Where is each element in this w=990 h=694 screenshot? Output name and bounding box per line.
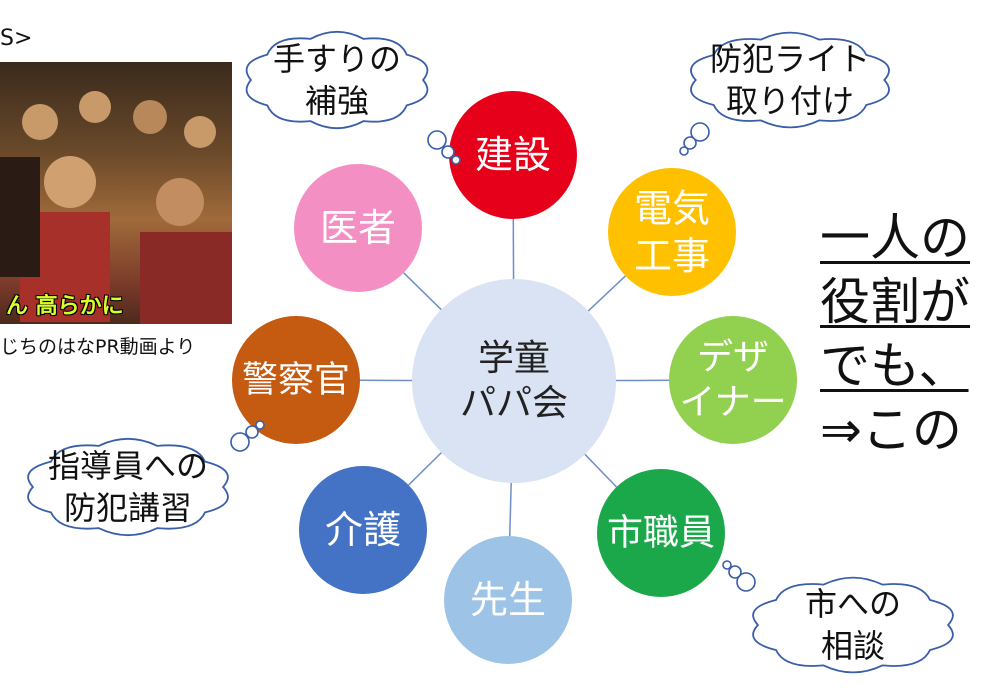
role-node-sensei-label: 先生 bbox=[470, 578, 546, 622]
main-line-2: 役割が bbox=[820, 273, 970, 331]
connector-line-sensei bbox=[509, 482, 512, 537]
cloud-text: 補強 bbox=[305, 82, 369, 120]
photo-caption: じちのはなPR動画より bbox=[0, 336, 196, 358]
cloud-text: 防犯ライト bbox=[710, 40, 870, 78]
cloud-shape bbox=[752, 576, 954, 674]
cloud-tail-bubble bbox=[451, 155, 461, 165]
role-node-designer-label: イナー bbox=[679, 382, 786, 423]
crowd-photo bbox=[0, 91, 232, 324]
role-node-sensei[interactable]: 先生 bbox=[444, 536, 572, 664]
role-node-sensei-circle bbox=[444, 536, 572, 664]
cloud-tail-bubble bbox=[427, 130, 447, 150]
connector-line-kaigo bbox=[408, 452, 442, 486]
role-node-denki-label: 工事 bbox=[634, 234, 710, 278]
role-node-isha-label: 医者 bbox=[320, 206, 396, 250]
role-node-kensetsu[interactable]: 建設 bbox=[449, 91, 577, 219]
role-node-isha-circle bbox=[294, 164, 422, 292]
cloud-text: 手すりの bbox=[273, 40, 401, 78]
connector-line-shokuin bbox=[584, 453, 618, 488]
cloud-shape bbox=[245, 30, 429, 130]
role-node-isha[interactable]: 医者 bbox=[294, 164, 422, 292]
role-node-shokuin-label: 市職員 bbox=[607, 513, 715, 554]
cloud-tail-bubble bbox=[679, 146, 689, 156]
role-node-denki-circle bbox=[608, 168, 736, 296]
role-node-kaigo-label: 介護 bbox=[325, 508, 401, 552]
role-node-keisatsu-circle bbox=[232, 316, 360, 444]
connector-line-denki bbox=[587, 275, 626, 312]
cloud-tail-bubble bbox=[441, 145, 455, 159]
connector-line-isha bbox=[403, 272, 442, 311]
cloud-tail-bubble bbox=[255, 420, 265, 430]
cloud-shape bbox=[690, 31, 890, 129]
hub-node-label: パパ会 bbox=[460, 383, 568, 424]
cloud-tail-bubble bbox=[230, 432, 250, 452]
main-line-1: 一人の bbox=[820, 209, 970, 267]
main-line-3: でも、 bbox=[820, 337, 969, 395]
photo-overlay-text: ん 高らかに bbox=[6, 294, 124, 319]
role-node-kaigo[interactable]: 介護 bbox=[299, 466, 427, 594]
role-node-denki-label: 電気 bbox=[634, 186, 710, 230]
role-node-kensetsu-circle bbox=[449, 91, 577, 219]
cloud-tail-bubble bbox=[722, 560, 732, 570]
main-message: 一人の 役割が でも、 ⇒この bbox=[820, 206, 970, 462]
role-node-designer-circle bbox=[669, 316, 797, 444]
hub-node-circle bbox=[412, 279, 616, 483]
cloud-text: 相談 bbox=[821, 627, 885, 665]
cloud-tail-bubble bbox=[728, 565, 742, 579]
cloud-text: 防犯講習 bbox=[64, 489, 192, 527]
role-node-shokuin[interactable]: 市職員 bbox=[597, 469, 725, 597]
role-node-kensetsu-label: 建設 bbox=[475, 133, 551, 177]
role-node-kaigo-circle bbox=[299, 466, 427, 594]
cloud-tail-bubble bbox=[690, 122, 710, 142]
video-thumbnail[interactable]: ん 高らかに bbox=[0, 62, 232, 324]
role-node-shokuin-circle bbox=[597, 469, 725, 597]
cloud-text: 取り付け bbox=[726, 82, 854, 120]
hub-node-label: 学童 bbox=[478, 338, 550, 379]
connector-lines bbox=[359, 218, 670, 537]
cloud-text: 指導員への bbox=[48, 447, 208, 485]
cloud-tail-bubble bbox=[245, 425, 259, 439]
role-node-designer-label: デザ bbox=[697, 337, 769, 378]
main-line-4: ⇒この bbox=[820, 401, 962, 459]
cloud-tail-bubble bbox=[736, 572, 756, 592]
role-node-keisatsu-label: 警察官 bbox=[242, 360, 350, 401]
cloud-text: 市への bbox=[805, 585, 901, 623]
cloud-shape bbox=[27, 437, 229, 537]
photo-label: S> bbox=[0, 26, 33, 51]
role-node-keisatsu[interactable]: 警察官 bbox=[232, 316, 360, 444]
cloud-tail-bubble bbox=[683, 136, 697, 150]
